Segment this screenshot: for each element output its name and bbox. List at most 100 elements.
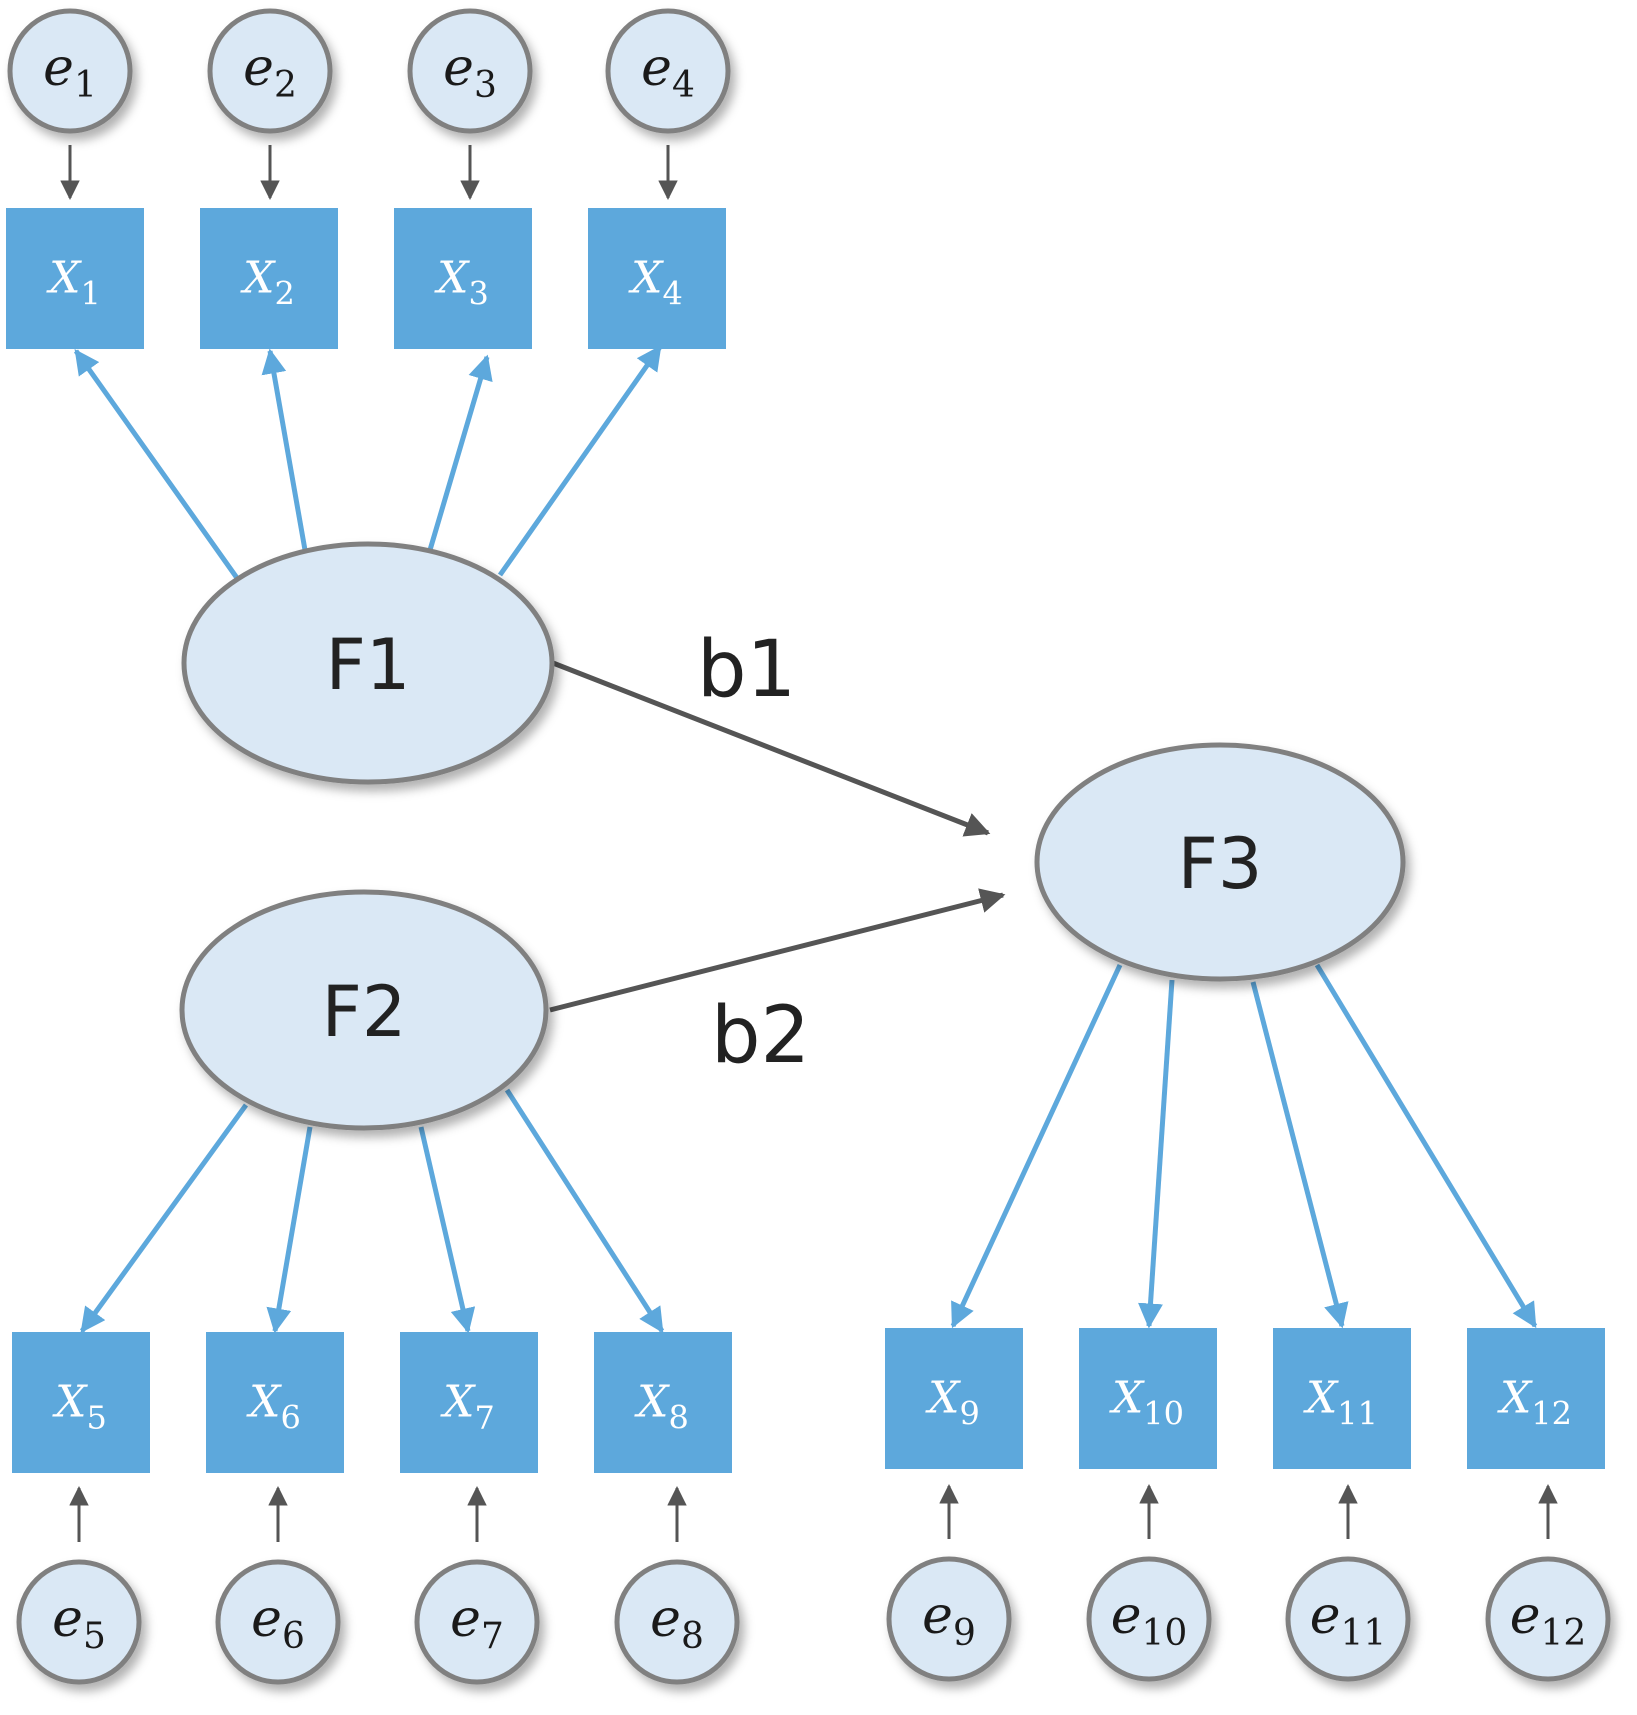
error-term-e8[interactable]: e8	[614, 1559, 740, 1685]
observed-box	[394, 208, 532, 349]
error-subscript: 11	[1340, 1613, 1386, 1654]
error-arrows	[60, 145, 1558, 1542]
error-subscript: 1	[74, 65, 97, 106]
observed-subscript: 7	[474, 1399, 494, 1437]
observed-box	[12, 1332, 150, 1473]
error-term-e10[interactable]: e10	[1086, 1556, 1212, 1682]
error-term-e9[interactable]: e9	[886, 1556, 1012, 1682]
observed-variable-x8[interactable]: X8	[594, 1332, 732, 1473]
error-subscript: 8	[681, 1616, 704, 1657]
observed-subscript: 12	[1531, 1395, 1572, 1433]
observed-variable-x3[interactable]: X3	[394, 208, 532, 349]
latent-ellipse	[1034, 742, 1406, 982]
error-subscript: 5	[83, 1616, 106, 1657]
error-circle	[1485, 1556, 1611, 1682]
loading-arrow-f2-x5	[79, 1103, 249, 1334]
loading-arrow-f1-x3	[427, 354, 493, 551]
error-circle	[7, 8, 133, 134]
observed-variable-x5[interactable]: X5	[12, 1332, 150, 1473]
error-term-e12[interactable]: e12	[1485, 1556, 1611, 1682]
observed-subscript: 2	[274, 275, 294, 313]
latent-factor-f1[interactable]: F1	[181, 541, 555, 785]
observed-box	[885, 1328, 1023, 1469]
error-subscript: 10	[1141, 1613, 1187, 1654]
error-subscript: 9	[953, 1613, 976, 1654]
observed-box	[588, 208, 726, 349]
path-arrow-b1	[552, 660, 991, 837]
error-subscript: 4	[672, 65, 695, 106]
observed-subscript: 3	[468, 275, 488, 313]
latent-ellipse	[179, 889, 549, 1131]
error-circle	[1086, 1556, 1212, 1682]
error-term-e4[interactable]: e4	[605, 8, 731, 134]
error-term-e11[interactable]: e11	[1285, 1556, 1411, 1682]
latent-factor-f2[interactable]: F2	[179, 889, 549, 1131]
error-subscript: 2	[274, 65, 297, 106]
observed-variable-x11[interactable]: X11	[1273, 1328, 1411, 1469]
loading-arrow-f1-x2	[261, 348, 308, 551]
observed-box	[200, 208, 338, 349]
observed-variable-x1[interactable]: X1	[6, 208, 144, 349]
loading-arrow-f3-x12	[1314, 963, 1538, 1329]
loading-arrow-f1-x4	[497, 344, 663, 577]
error-circle	[605, 8, 731, 134]
error-circle	[414, 1559, 540, 1685]
loading-arrow-f2-x7	[418, 1126, 476, 1334]
observed-box	[6, 208, 144, 349]
latent-factor-f3[interactable]: F3	[1034, 742, 1406, 982]
observed-variable-x2[interactable]: X2	[200, 208, 338, 349]
observed-variable-x10[interactable]: X10	[1079, 1328, 1217, 1469]
observed-variable-x6[interactable]: X6	[206, 1332, 344, 1473]
loading-arrow-f2-x6	[266, 1126, 313, 1334]
observed-variable-x12[interactable]: X12	[1467, 1328, 1605, 1469]
loading-arrow-f3-x9	[950, 963, 1123, 1329]
error-circle	[1285, 1556, 1411, 1682]
error-circle	[207, 8, 333, 134]
error-term-e2[interactable]: e2	[207, 8, 333, 134]
observed-box	[1079, 1328, 1217, 1469]
loading-arrow-f3-x11	[1250, 981, 1349, 1329]
latent-label: F3	[1178, 823, 1263, 905]
error-circle	[886, 1556, 1012, 1682]
error-subscript: 7	[481, 1616, 504, 1657]
error-circle	[16, 1559, 142, 1685]
error-circle	[407, 8, 533, 134]
error-term-e6[interactable]: e6	[215, 1559, 341, 1685]
observed-variable-x4[interactable]: X4	[588, 208, 726, 349]
observed-box	[400, 1332, 538, 1473]
observed-label: X9	[925, 1373, 980, 1433]
error-subscript: 3	[474, 65, 497, 106]
error-subscript: 12	[1540, 1613, 1586, 1654]
latent-ellipse	[181, 541, 555, 785]
observed-box	[206, 1332, 344, 1473]
error-subscript: 6	[282, 1616, 305, 1657]
error-term-e1[interactable]: e1	[7, 8, 133, 134]
path-arrow-b2	[549, 888, 1006, 1013]
observed-subscript: 9	[959, 1395, 979, 1433]
observed-subscript: 5	[86, 1399, 106, 1437]
error-terms: e1 e2 e3 e4 e5 e6 e7 e8 e9 e10 e11 e12	[7, 8, 1611, 1685]
structural-paths	[549, 660, 1006, 1013]
error-term-e7[interactable]: e7	[414, 1559, 540, 1685]
observed-subscript: 11	[1337, 1395, 1378, 1433]
observed-variable-x9[interactable]: X9	[885, 1328, 1023, 1469]
observed-variable-x7[interactable]: X7	[400, 1332, 538, 1473]
error-term-e5[interactable]: e5	[16, 1559, 142, 1685]
latent-label: F2	[322, 971, 407, 1053]
factor-loadings	[73, 344, 1538, 1334]
observed-box	[594, 1332, 732, 1473]
path-label-b1: b1	[697, 625, 796, 715]
observed-subscript: 8	[668, 1399, 688, 1437]
observed-box	[1467, 1328, 1605, 1469]
loading-arrow-f1-x1	[73, 348, 240, 580]
path-label-b2: b2	[711, 991, 810, 1081]
observed-subscript: 10	[1143, 1395, 1184, 1433]
observed-label: X12	[1497, 1373, 1572, 1433]
error-term-e3[interactable]: e3	[407, 8, 533, 134]
observed-subscript: 1	[80, 275, 100, 313]
error-circle	[215, 1559, 341, 1685]
error-label: e5	[52, 1589, 106, 1657]
